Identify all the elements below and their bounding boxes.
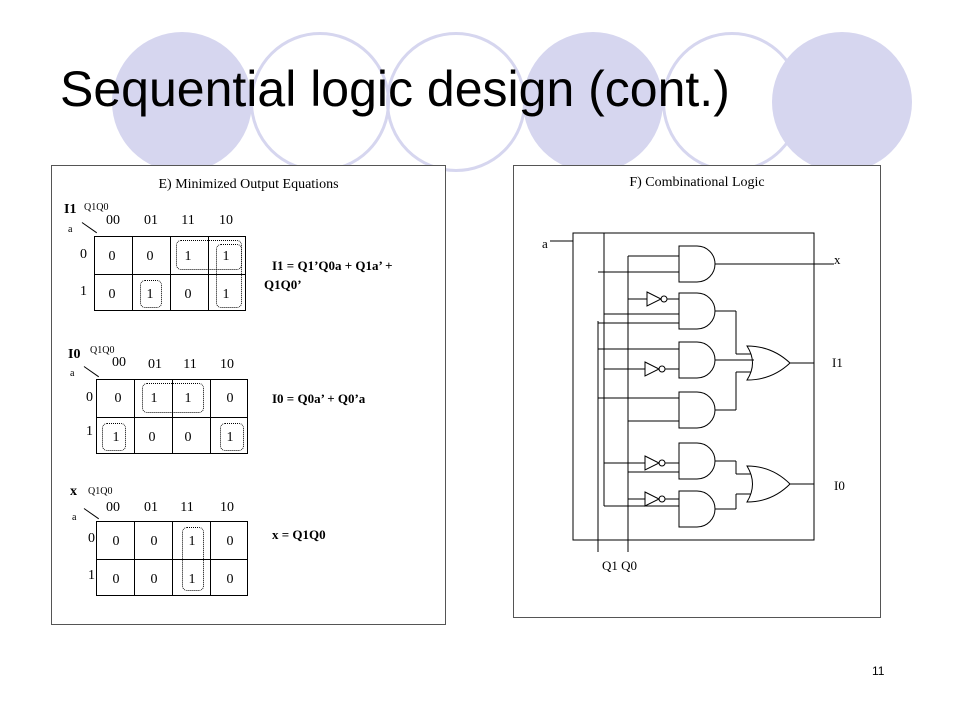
kmap-cell: 1 xyxy=(150,391,158,406)
kmap-group xyxy=(140,280,162,308)
kmap-cell: 0 xyxy=(184,287,192,302)
and-gate-i0-term2 xyxy=(678,490,716,528)
kmap-panel-title: E) Minimized Output Equations xyxy=(158,177,339,192)
inverter-gate xyxy=(644,491,661,507)
slide-title: Sequential logic design (cont.) xyxy=(60,61,730,117)
kmap-col-label: 10 xyxy=(219,213,233,228)
kmap-row-label: 0 xyxy=(86,390,93,405)
kmap-cell: 1 xyxy=(188,534,196,549)
kmap-col-label: 11 xyxy=(180,500,194,515)
and-gate-i0-term1 xyxy=(678,442,716,480)
kmap-cell: 0 xyxy=(184,430,192,445)
kmap-row-label: 1 xyxy=(86,424,93,439)
kmap-row-var: a xyxy=(68,224,73,235)
kmap-cell: 1 xyxy=(188,572,196,587)
circuit-boundary xyxy=(572,232,815,541)
kmap-row-label: 1 xyxy=(80,284,87,299)
kmap-equation: x = Q1Q0 xyxy=(272,527,326,542)
kmap-cell: 0 xyxy=(150,572,158,587)
kmap-col-label: 10 xyxy=(220,500,234,515)
logic-circuit-diagram xyxy=(550,232,834,552)
output-x-label: x xyxy=(834,252,841,267)
inverter-gate xyxy=(644,361,661,377)
kmap-col-label: 11 xyxy=(183,357,197,372)
kmap-output-label: I1 xyxy=(64,202,77,217)
kmap-cell: 1 xyxy=(222,249,230,264)
kmap-cell: 0 xyxy=(108,249,116,264)
kmap-corner-line xyxy=(83,508,100,520)
kmap-col-label: 01 xyxy=(148,357,162,372)
kmap-cell: 0 xyxy=(226,391,234,406)
kmap-group xyxy=(102,423,126,451)
kmap-row-label: 1 xyxy=(88,568,95,583)
kmap-cell: 0 xyxy=(114,391,122,406)
kmap-cell: 1 xyxy=(184,249,192,264)
kmap-row-var: a xyxy=(72,512,77,523)
kmap-cell: 0 xyxy=(150,534,158,549)
kmap-cell: 1 xyxy=(146,287,154,302)
kmap-col-var: Q1Q0 xyxy=(90,345,115,356)
circuit-panel-title: F) Combinational Logic xyxy=(629,175,765,190)
kmap-grid xyxy=(96,379,248,454)
output-i0-label: I0 xyxy=(834,478,845,493)
kmap-group xyxy=(220,423,244,451)
kmap-row-label: 0 xyxy=(80,247,87,262)
kmap-col-label: 10 xyxy=(220,357,234,372)
kmap-col-var: Q1Q0 xyxy=(88,486,113,497)
kmap-panel: E) Minimized Output Equations I1 Q1Q0 a … xyxy=(51,165,446,625)
kmap-corner-line xyxy=(81,222,98,234)
kmap-col-label: 11 xyxy=(181,213,195,228)
kmap-col-label: 00 xyxy=(112,355,126,370)
kmap-grid xyxy=(96,521,248,596)
and-gate-i1-term3 xyxy=(678,391,716,429)
slide-number: 11 xyxy=(872,664,885,678)
or-gate-i1 xyxy=(746,345,791,381)
kmap-group xyxy=(182,527,204,591)
kmap-grid xyxy=(94,236,246,311)
kmap-cell: 1 xyxy=(112,430,120,445)
kmap-output-label: I0 xyxy=(68,347,81,362)
inverter-gate xyxy=(644,455,661,471)
kmap-col-label: 01 xyxy=(144,500,158,515)
kmap-cell: 0 xyxy=(226,534,234,549)
inverter-gate xyxy=(646,291,663,307)
kmap-cell: 1 xyxy=(184,391,192,406)
kmap-equation-continued: Q1Q0’ xyxy=(264,277,302,292)
circuit-panel: F) Combinational Logic xyxy=(513,165,881,618)
state-inputs-label: Q1 Q0 xyxy=(602,558,638,573)
output-i1-label: I1 xyxy=(832,355,843,370)
kmap-cell: 0 xyxy=(146,249,154,264)
kmap-equation: I0 = Q0a’ + Q0’a xyxy=(272,391,366,406)
kmap-col-label: 00 xyxy=(106,213,120,228)
kmap-cell: 1 xyxy=(226,430,234,445)
and-gate-x xyxy=(678,245,716,283)
decor-circle xyxy=(772,32,912,172)
kmap-cell: 0 xyxy=(226,572,234,587)
kmap-output-label: x xyxy=(70,484,77,499)
kmap-cell: 0 xyxy=(148,430,156,445)
kmap-corner-line xyxy=(83,366,100,378)
and-gate-i1-term2 xyxy=(678,341,716,379)
decor-circle xyxy=(112,32,252,172)
kmap-cell: 0 xyxy=(112,534,120,549)
kmap-row-label: 0 xyxy=(88,531,95,546)
kmap-cell: 0 xyxy=(108,287,116,302)
kmap-col-label: 00 xyxy=(106,500,120,515)
kmap-row-var: a xyxy=(70,368,75,379)
kmap-cell: 1 xyxy=(222,287,230,302)
kmap-group xyxy=(216,244,242,308)
kmap-equation: I1 = Q1’Q0a + Q1a’ + xyxy=(272,258,393,273)
or-gate-i0 xyxy=(746,465,791,503)
and-gate-i1-term1 xyxy=(678,292,716,330)
input-a-label: a xyxy=(542,236,548,251)
kmap-col-var: Q1Q0 xyxy=(84,202,109,213)
decor-circle xyxy=(523,32,663,172)
kmap-col-label: 01 xyxy=(144,213,158,228)
kmap-cell: 0 xyxy=(112,572,120,587)
kmap-group xyxy=(142,383,204,413)
